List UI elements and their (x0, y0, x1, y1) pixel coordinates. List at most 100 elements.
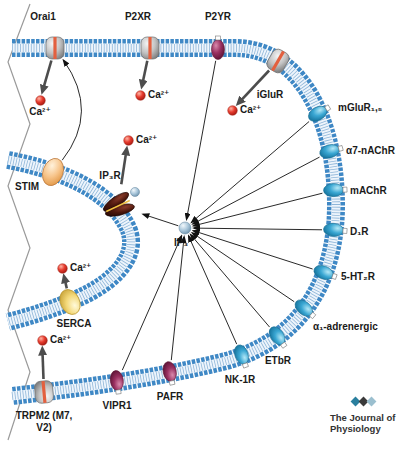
receptor-body (212, 40, 225, 60)
node-label: TRPM2 (M7, V2) (15, 410, 73, 434)
signal-arrow (122, 236, 181, 370)
node-shape (135, 90, 146, 101)
node-shape (322, 177, 348, 203)
node-label: mAChR (350, 185, 387, 197)
ion-channel: iGluR (265, 48, 291, 74)
node-shape (178, 221, 192, 235)
gpcr-receptor: ETbR (265, 324, 291, 350)
shape-group (56, 286, 84, 318)
shape-group (292, 297, 318, 322)
journal-logo-icon (351, 397, 377, 407)
node-label: IP₃ (174, 237, 188, 249)
node-shape (42, 35, 68, 61)
node-label: 5-HT₂R (341, 271, 375, 283)
channel-body (34, 380, 54, 403)
calcium-ion: Ca²⁺ (227, 105, 238, 116)
ipr-pore (106, 201, 130, 212)
node-shape (93, 184, 143, 228)
channel-pore (148, 37, 151, 59)
lipid-tails (12, 48, 336, 396)
node-label: P2XR (125, 11, 151, 23)
ion-dot (37, 335, 47, 345)
stim-protein: STIM (38, 157, 68, 187)
lipid-heads (8, 160, 131, 322)
ligand-site (338, 145, 343, 151)
gpcr-receptor: α₁-adrenergic (292, 296, 318, 322)
node-shape (137, 35, 163, 61)
node-shape (123, 135, 134, 146)
serca-pump: SERCA (56, 288, 84, 316)
ion-label: Ca²⁺ (29, 106, 50, 118)
ligand-site (343, 228, 347, 233)
er-membrane (8, 160, 131, 322)
calcium-ion: Ca²⁺ (123, 135, 134, 146)
ligand-site (242, 363, 248, 368)
node-shape (318, 138, 344, 164)
shape-group (212, 36, 225, 60)
shape-group (312, 263, 339, 283)
signal-arrow (193, 157, 320, 224)
gpcr-receptor: α7-nAChR (318, 138, 344, 164)
gpcr-receptor: 5-HT₂R (312, 260, 338, 286)
shape-group (37, 335, 47, 345)
node-shape (56, 288, 84, 316)
node-shape (265, 48, 291, 74)
plasma-membrane (12, 48, 336, 396)
receptor-body (161, 360, 178, 382)
node-shape (229, 343, 255, 369)
ion-label: Ca²⁺ (70, 262, 91, 274)
gpcr-receptor: P2YR (205, 35, 231, 61)
shape-group (141, 37, 159, 59)
shape-group (232, 343, 252, 370)
receptor-body (266, 324, 288, 348)
ligand-site (343, 187, 347, 192)
node-label: P2YR (205, 11, 231, 23)
signal-arrow (189, 236, 237, 344)
lipid-heads (12, 48, 336, 396)
shape-group (265, 47, 292, 75)
node-shape (322, 217, 348, 243)
receptor-body (318, 143, 341, 161)
ion-label: Ca²⁺ (50, 334, 71, 346)
lipid-core (12, 48, 336, 396)
ligand-site (216, 36, 221, 40)
node-shape (227, 105, 238, 116)
shape-group (34, 380, 54, 403)
shape-group (318, 142, 344, 161)
ligand-site (281, 342, 287, 348)
channel-pore (271, 51, 285, 72)
node-label: PAFR (157, 391, 183, 403)
node-shape (312, 260, 338, 286)
channel-pore (41, 381, 46, 403)
node-label: SERCA (56, 318, 91, 330)
signal-arrow (194, 193, 323, 226)
shape-group (323, 183, 347, 197)
signal-arrow (62, 60, 81, 160)
lipid-core (8, 160, 131, 322)
gpcr-receptor: VIPR1 (104, 369, 130, 395)
ion-dot (57, 263, 67, 273)
calcium-ion: Ca²⁺ (37, 335, 48, 346)
shape-group (161, 360, 179, 386)
shape-group (109, 370, 125, 395)
node-label: iGluR (257, 89, 284, 101)
node-shape (38, 157, 68, 187)
calcium-ion: Ca²⁺ (35, 95, 46, 106)
ligand-site (169, 380, 175, 385)
ion-label: Ca²⁺ (136, 134, 157, 146)
gpcr-receptor: mGluR₁,₅ (306, 100, 332, 126)
node-shape (306, 100, 332, 126)
shape-group (57, 263, 67, 273)
channel-body (46, 37, 64, 59)
ligand-site (310, 312, 316, 318)
signal-arrow (194, 228, 322, 230)
ipr-subunit (104, 201, 136, 218)
signal-arrow (194, 231, 313, 269)
lipid-tails (8, 160, 131, 322)
shape-group (227, 105, 237, 115)
stim-body (39, 155, 67, 188)
shape-group (323, 223, 348, 238)
signal-arrow (193, 233, 295, 302)
ion-flux-arrow (121, 149, 126, 184)
